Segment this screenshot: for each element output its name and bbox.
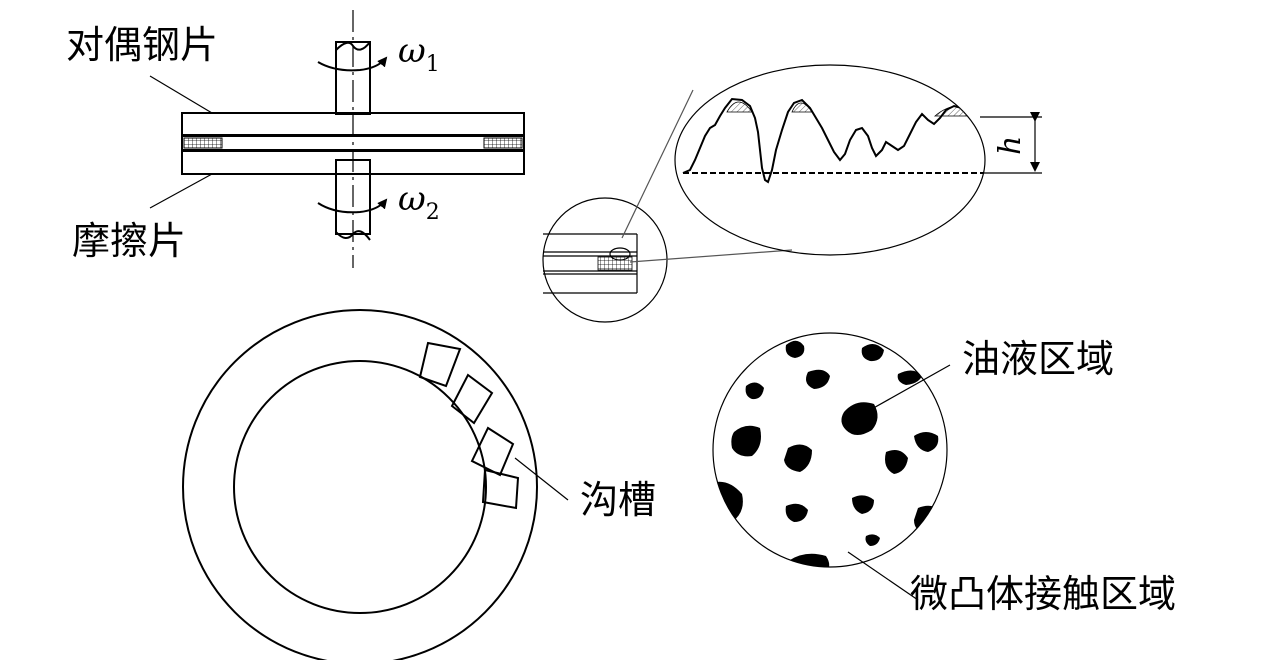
asperity-contact-spot	[852, 495, 874, 514]
contact-spot-marker	[609, 247, 631, 261]
clutch-assembly: ω1 ω2	[149, 10, 525, 268]
small-detail-circle	[542, 197, 668, 323]
groove-label: 沟槽	[580, 478, 656, 522]
rotation-arrow-2	[317, 198, 388, 214]
friction-material-left	[183, 137, 223, 149]
groove-1	[418, 341, 462, 388]
asperity-contact-spot	[731, 425, 761, 457]
asperity-contact-spot	[806, 369, 830, 389]
contact-area-circle	[712, 332, 951, 601]
magnified-detail: h	[542, 64, 1042, 323]
oil-region-leader	[869, 364, 951, 411]
friction-ring	[182, 309, 569, 660]
steel-plate-label: 对偶钢片	[66, 23, 218, 67]
asperity-contact-spot	[785, 503, 808, 522]
surface-roughness-profile	[682, 97, 985, 184]
zoom-line-upper	[621, 89, 694, 239]
asperity-contact-spot	[885, 450, 908, 474]
oil-region-label: 油液区域	[962, 337, 1114, 381]
film-thickness-symbol: h	[993, 136, 1028, 155]
groove-4	[481, 468, 520, 510]
asperity-contact-leader	[847, 551, 919, 601]
rotation-arrow-1	[317, 56, 388, 72]
asperity-contact-spot	[865, 534, 880, 546]
large-detail-ellipse	[674, 64, 986, 256]
groove-leader	[514, 457, 569, 501]
small-plate-section	[543, 233, 638, 294]
omega-2-label: ω2	[398, 179, 440, 225]
asperity-contact-label: 微凸体接触区域	[910, 572, 1176, 616]
asperity-contact-spot	[745, 382, 764, 400]
asperity-contact-spot	[714, 481, 743, 522]
zoom-line-lower	[629, 249, 793, 263]
friction-plate-leader	[149, 173, 213, 209]
asperity-contact-spot	[914, 505, 944, 534]
friction-material-right	[483, 137, 523, 149]
friction-plate-label: 摩擦片	[72, 219, 186, 263]
steel-plate-leader	[149, 75, 213, 114]
asperity-contact-spot	[841, 402, 878, 435]
asperity-contact-spot	[785, 340, 805, 358]
asperity-contact-spot	[914, 432, 939, 452]
contact-area-boundary	[712, 332, 948, 568]
asperity-contact-spot	[897, 370, 922, 385]
asperity-contact-spot	[784, 444, 812, 472]
ring-outer-edge	[182, 309, 538, 660]
asperity-contact-spot	[861, 343, 884, 362]
ring-inner-edge	[233, 360, 487, 614]
groove-2	[450, 373, 494, 425]
groove-3	[470, 426, 515, 477]
omega-1-label: ω1	[398, 31, 440, 77]
